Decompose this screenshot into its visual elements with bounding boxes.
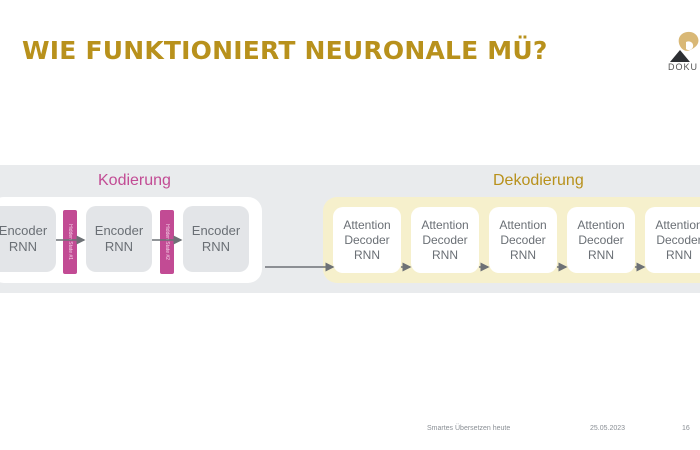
decoder-rnn-4: Attention Decoder RNN bbox=[567, 207, 635, 273]
decoder-rnn-2: Attention Decoder RNN bbox=[411, 207, 479, 273]
decoder-rnn-5: Attention Decoder RNN bbox=[645, 207, 700, 273]
hidden-state-1: Hidden State #1 bbox=[63, 210, 77, 274]
logo-text: DOKU bbox=[668, 62, 699, 72]
hidden-state-2: Hidden State #2 bbox=[160, 210, 174, 274]
encoder-rnn-1: Encoder RNN bbox=[0, 206, 56, 272]
decoder-rnn-3: Attention Decoder RNN bbox=[489, 207, 557, 273]
decoder-rnn-1: Attention Decoder RNN bbox=[333, 207, 401, 273]
encoder-rnn-2: Encoder RNN bbox=[86, 206, 152, 272]
footer-date: 25.05.2023 bbox=[590, 425, 626, 432]
page-title: WIE FUNKTIONIERT NEURONALE MÜ? bbox=[22, 36, 548, 65]
page-number: 16 bbox=[682, 425, 690, 432]
encoding-label: Kodierung bbox=[98, 172, 171, 189]
hidden-state-label: Hidden State #2 bbox=[164, 224, 170, 260]
encoder-rnn-3: Encoder RNN bbox=[183, 206, 249, 272]
logo-icon bbox=[670, 31, 699, 62]
hidden-state-label: Hidden State #1 bbox=[67, 224, 73, 260]
footer-subtitle: Smartes Übersetzen heute bbox=[427, 425, 511, 432]
decoding-label: Dekodierung bbox=[493, 172, 584, 189]
